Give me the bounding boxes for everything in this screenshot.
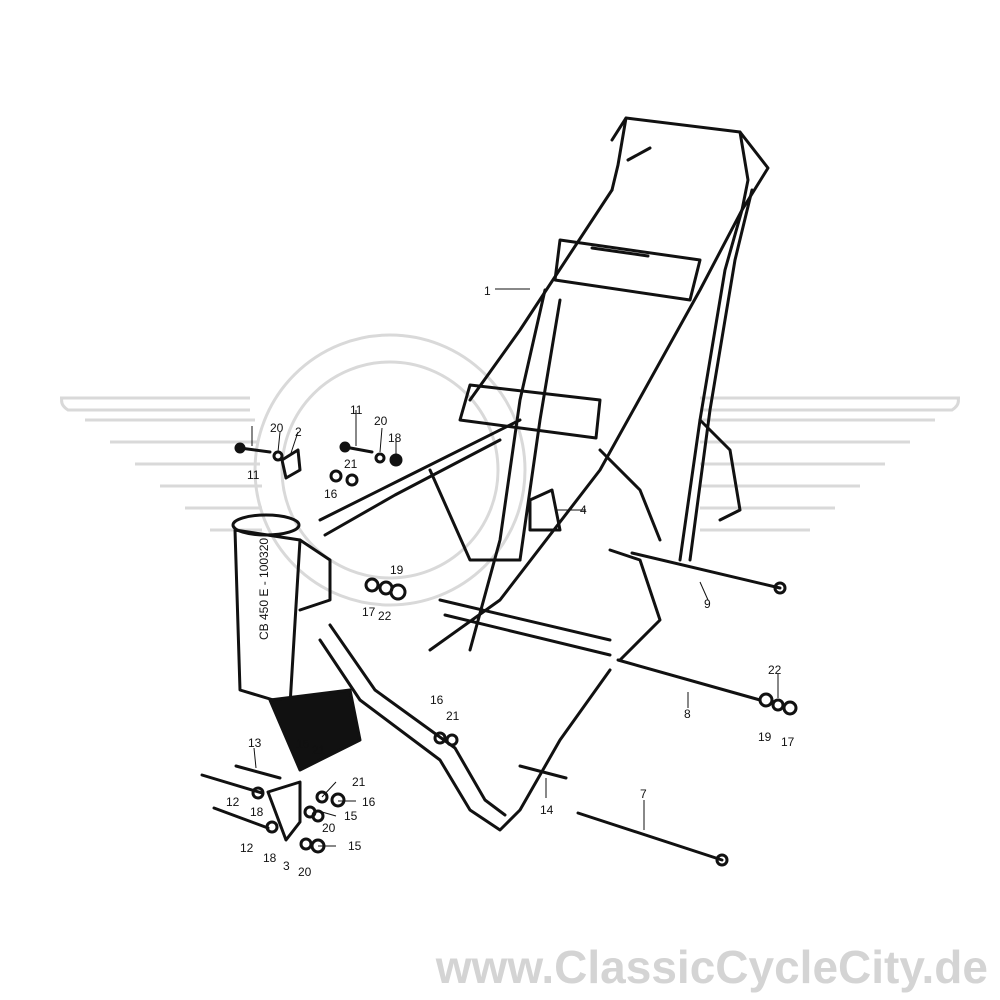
callout-20-d: 20 <box>298 865 312 879</box>
callout-4: 4 <box>580 503 587 517</box>
callout-11-left: 11 <box>247 468 260 482</box>
callout-1: 1 <box>484 284 491 298</box>
callout-22-b: 22 <box>768 663 782 677</box>
site-url-watermark: www.ClassicCycleCity.de <box>435 941 988 993</box>
frame-number-stamp: CB 450 E - 100320 <box>257 538 271 640</box>
callout-labels: 1 2 3 4 7 8 9 11 11 12 12 13 14 15 15 15… <box>226 284 795 879</box>
callout-20-a: 20 <box>270 421 284 435</box>
callout-14: 14 <box>540 803 554 817</box>
callout-12-top: 12 <box>226 795 240 809</box>
callout-15-b: 15 <box>344 809 358 823</box>
callout-15-a: 15 <box>296 737 310 751</box>
callout-18-c: 18 <box>263 851 277 865</box>
callout-19-a: 19 <box>390 563 404 577</box>
callout-7: 7 <box>640 787 647 801</box>
callout-20-b: 20 <box>374 414 388 428</box>
callout-16-c: 16 <box>362 795 376 809</box>
callout-13: 13 <box>248 736 262 750</box>
callout-12-bot: 12 <box>240 841 254 855</box>
wing-logo-watermark <box>60 333 960 607</box>
callout-19-b: 19 <box>758 730 772 744</box>
callout-16-a: 16 <box>324 487 338 501</box>
callout-18-a: 18 <box>388 431 402 445</box>
callout-17-b: 17 <box>781 735 795 749</box>
callout-21-c: 21 <box>312 743 326 757</box>
callout-17-a: 17 <box>362 605 376 619</box>
callout-18-b: 18 <box>250 805 264 819</box>
callout-11-right: 11 <box>350 403 363 417</box>
motorcycle-frame <box>200 116 798 867</box>
callout-9: 9 <box>704 597 711 611</box>
callout-15-c: 15 <box>348 839 362 853</box>
callout-8: 8 <box>684 707 691 721</box>
leader-lines <box>251 288 779 847</box>
callout-21-d: 21 <box>352 775 366 789</box>
callout-20-c: 20 <box>322 821 336 835</box>
callout-16-b: 16 <box>430 693 444 707</box>
callout-21-b: 21 <box>446 709 460 723</box>
callout-21-a: 21 <box>344 457 358 471</box>
callout-22-a: 22 <box>378 609 392 623</box>
callout-2: 2 <box>295 425 302 439</box>
callout-3: 3 <box>283 859 290 873</box>
